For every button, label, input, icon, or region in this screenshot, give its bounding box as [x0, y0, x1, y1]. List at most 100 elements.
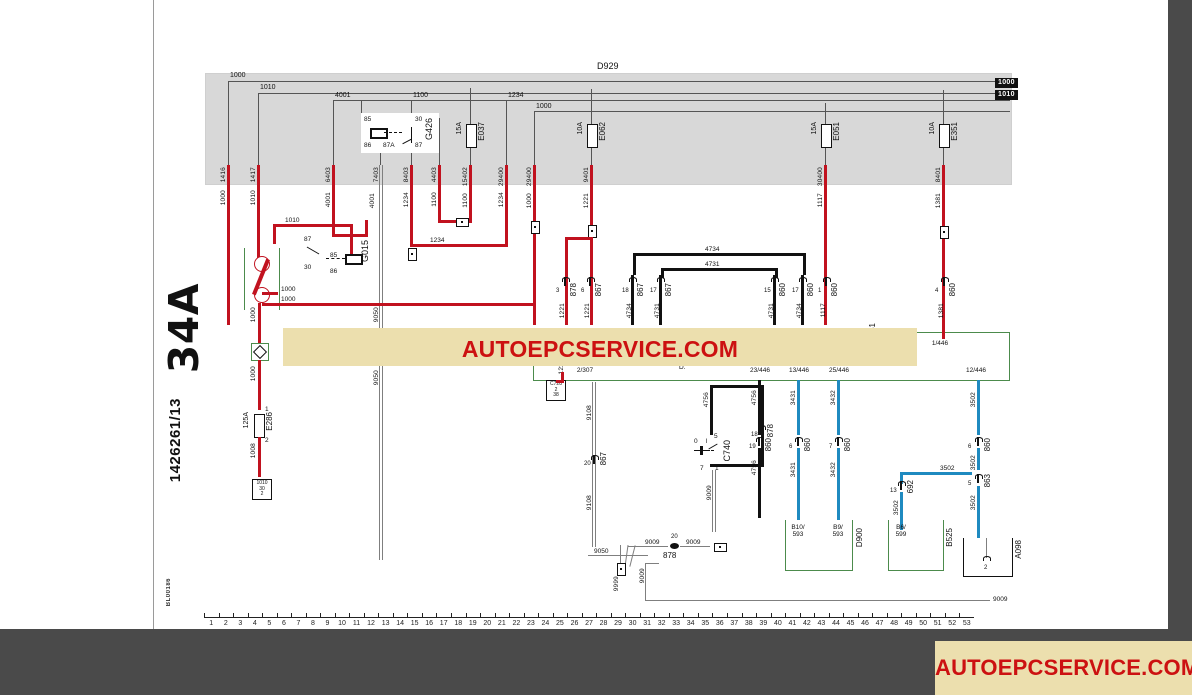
label-1100a: 1100: [431, 192, 438, 207]
wire-1000-out-a: [262, 292, 278, 295]
label-3502-692: 3502: [893, 500, 900, 516]
bus-4731-left: [661, 268, 664, 278]
label-9401: 9401: [583, 167, 590, 183]
fuse-e286[interactable]: [254, 414, 265, 438]
ruler-tick-label: 25: [556, 620, 564, 627]
ruler-tick-label: 1: [209, 620, 214, 627]
wire-3432-top: [837, 380, 840, 435]
pin-marker-20: [591, 455, 599, 464]
wire-3431-top: [797, 380, 800, 435]
pin-marker-19: [756, 437, 764, 446]
fuse-e062[interactable]: [587, 124, 598, 148]
ruler-tick: [233, 613, 235, 618]
ruler-tick-label: 48: [890, 620, 898, 627]
signal-name-878: 878: [569, 283, 578, 297]
drop-1417: [258, 93, 259, 165]
label-1000b: 1000: [526, 193, 533, 209]
bus-4734: [633, 253, 806, 256]
label-1417: 1417: [250, 167, 257, 183]
ruler-tick: [538, 613, 540, 618]
label-3432-b: 3432: [830, 462, 837, 478]
ruler-tick-label: 8: [311, 620, 315, 627]
ruler-tick-label: 16: [425, 620, 434, 627]
connector-2-307: 2/307: [576, 367, 594, 374]
wire-1008: [258, 437, 261, 477]
ruler-tick: [814, 613, 816, 618]
watermark-band-text: AUTOEPCSERVICE.COM: [461, 336, 739, 362]
wire-1417-1010: [257, 165, 260, 260]
pinnum-4: 4: [935, 288, 939, 294]
label-4734-b: 4734: [796, 303, 803, 319]
ruler-tick-label: 36: [715, 620, 724, 627]
pinnum-20b: 20: [671, 534, 678, 540]
ruler-tick: [944, 613, 946, 618]
ruler-tick-label: 18: [454, 620, 463, 627]
ruler-tick-label: 15: [410, 620, 419, 627]
wire-3502-bot: [977, 486, 980, 538]
ruler-tick: [407, 613, 409, 618]
ruler-tick-label: 51: [933, 620, 942, 627]
label-4734-a: 4734: [626, 303, 633, 319]
ruler-tick: [465, 613, 467, 618]
label-4731: 4731: [703, 261, 722, 268]
ruler-tick-label: 31: [643, 620, 652, 627]
ruler-tick: [915, 613, 917, 618]
relay-g426-term-87a: 87A: [383, 142, 395, 149]
fuse-e051[interactable]: [821, 124, 832, 148]
label-1234-run: 1234: [430, 237, 445, 244]
ruler-tick: [378, 613, 380, 618]
label-1221a: 1221: [583, 193, 590, 209]
module-d851-right: [1009, 332, 1010, 380]
ruler-tick-label: 22: [512, 620, 521, 627]
label-3502-m: 3502: [970, 455, 977, 471]
ruler-tick-label: 32: [657, 620, 666, 627]
fuse-e037[interactable]: [466, 124, 477, 148]
footer-code: BL00186: [166, 578, 172, 607]
bus-tag-1010: 1010: [260, 84, 276, 91]
ruler-tick-label: 43: [817, 620, 826, 627]
drop-6403: [333, 100, 334, 165]
ruler-tick-label: 37: [730, 620, 739, 627]
wire-1010-down-left: [273, 224, 276, 244]
ruler-tick: [494, 613, 496, 618]
fuse-e037-id: E037: [477, 122, 486, 141]
ruler-tick: [291, 613, 293, 618]
ruler-tick: [654, 613, 656, 618]
ruler-tick-label: 12: [367, 620, 375, 627]
wire-8403-1234: [410, 165, 413, 247]
pin-marker-18: [629, 277, 637, 286]
ruler-tick: [770, 613, 772, 618]
connector-c728[interactable]: C728 2 38: [546, 380, 566, 401]
label-863: 863: [983, 474, 992, 488]
drop-29400b: [534, 111, 535, 165]
fusebox-d929: [205, 73, 1012, 185]
chip-c728-mid: 2: [554, 386, 558, 393]
ruler-tick: [639, 613, 641, 618]
ruler-tick: [349, 613, 351, 618]
label-9009-bottom: 9009: [993, 596, 1008, 603]
connector-23-446: 23/446: [750, 367, 770, 374]
label-1000-out-b: 1000: [281, 296, 296, 303]
splice-ground: [714, 543, 727, 552]
fuse-e286-amp: 125A: [243, 412, 250, 429]
wire-3431-bot: [797, 448, 800, 520]
wire-3502-mid: [977, 448, 980, 470]
ruler-tick: [785, 613, 787, 618]
pinnum-a098-2: 2: [984, 565, 988, 571]
bus-tag-1234: 1234: [508, 92, 524, 99]
ruler-tick: [523, 613, 525, 618]
splice-dot-20: [670, 543, 679, 549]
splice-1100: [456, 218, 469, 227]
bus-chip-1010: 1010: [995, 90, 1018, 100]
splice-1381: [940, 226, 949, 239]
relay-g015-term-86: 86: [330, 268, 338, 275]
ruler-tick-label: 28: [599, 620, 608, 627]
ruler-tick: [450, 613, 452, 618]
relay-g426-term-86: 86: [364, 142, 372, 149]
fuse-e351[interactable]: [939, 124, 950, 148]
margin-divider: [153, 0, 154, 629]
drop-4403: [439, 118, 440, 165]
label-4001b: 4001: [369, 193, 376, 209]
bus-1000b: [534, 111, 1010, 112]
fuse-e037-amp: 15A: [456, 122, 463, 135]
